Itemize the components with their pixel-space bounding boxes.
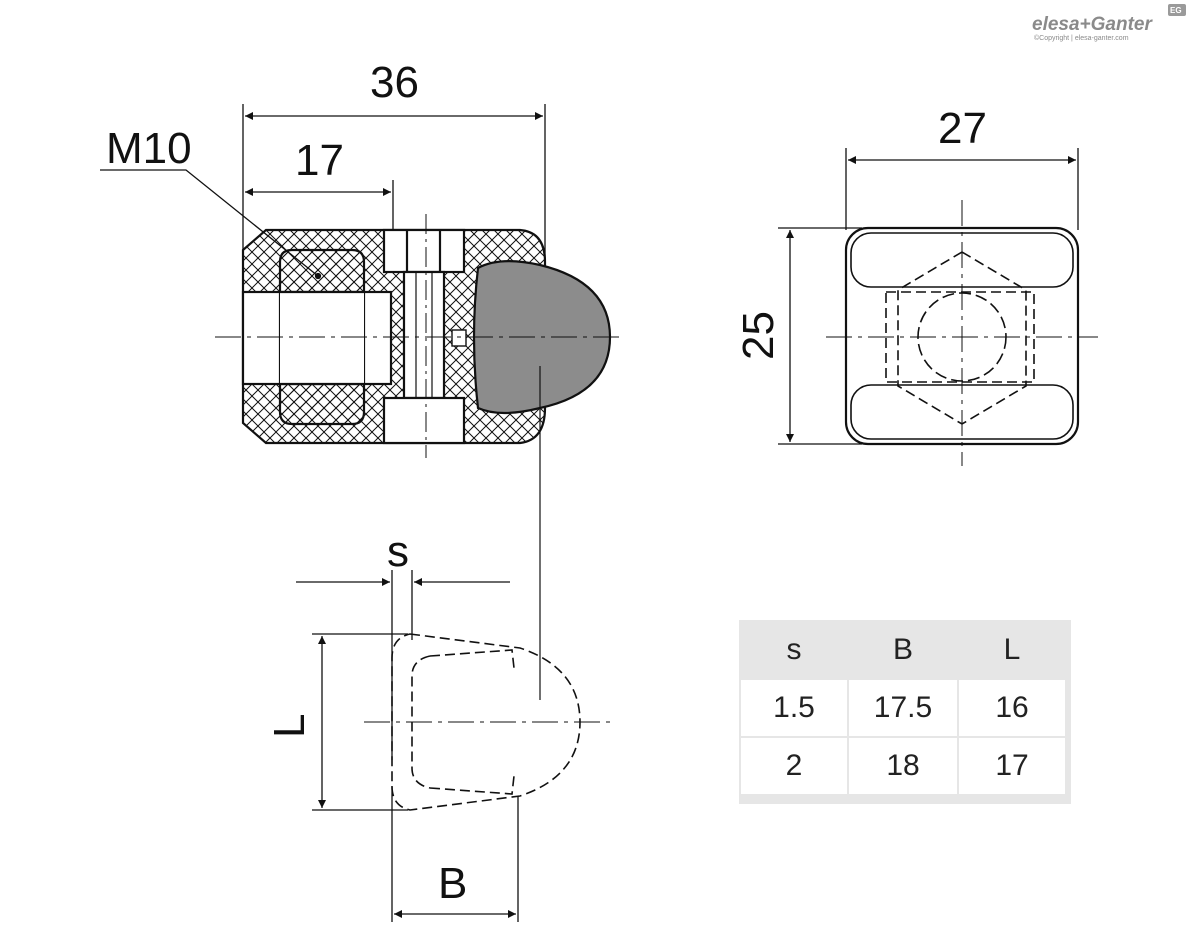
dim-overall-length: 36	[370, 58, 419, 107]
cell-l: 17	[959, 738, 1065, 794]
dim-height: 25	[734, 311, 783, 360]
logo-text: elesa+Ganter	[1032, 14, 1153, 35]
logo-badge: EG	[1170, 6, 1182, 15]
table-row: 1.5 17.5 16	[741, 680, 1065, 736]
end-dimensions	[778, 148, 1079, 445]
screw-shank	[402, 270, 446, 400]
cell-s: 2	[741, 738, 847, 794]
header-b: B	[849, 622, 957, 678]
table-header-row: s B L	[741, 622, 1065, 678]
detail-dimensions	[296, 570, 610, 922]
dim-width: 27	[938, 104, 987, 153]
dim-l: L	[265, 714, 314, 738]
cell-b: 17.5	[849, 680, 957, 736]
header-s: s	[741, 622, 847, 678]
dim-s: s	[387, 527, 409, 576]
cell-l: 16	[959, 680, 1065, 736]
screw-head	[382, 228, 466, 274]
cell-b: 18	[849, 738, 957, 794]
spec-table: s B L 1.5 17.5 16 2 18 17	[739, 620, 1067, 796]
m10-leader	[100, 169, 319, 277]
table-row: 2 18 17	[741, 738, 1065, 794]
dim-thread-depth: 17	[295, 136, 344, 185]
logo-copyright: ©Copyright | elesa-ganter.com	[1034, 34, 1129, 42]
logo-badge-shape	[1168, 4, 1186, 16]
section-view	[215, 214, 625, 700]
dim-b: B	[438, 859, 467, 908]
header-l: L	[959, 622, 1065, 678]
dim-thread: M10	[106, 124, 192, 173]
brand-logo: elesa+Ganter EG ©Copyright | elesa-gante…	[1032, 4, 1186, 42]
cell-s: 1.5	[741, 680, 847, 736]
screw-nut	[382, 396, 466, 445]
section-dimensions	[100, 104, 546, 280]
end-view	[826, 200, 1098, 466]
